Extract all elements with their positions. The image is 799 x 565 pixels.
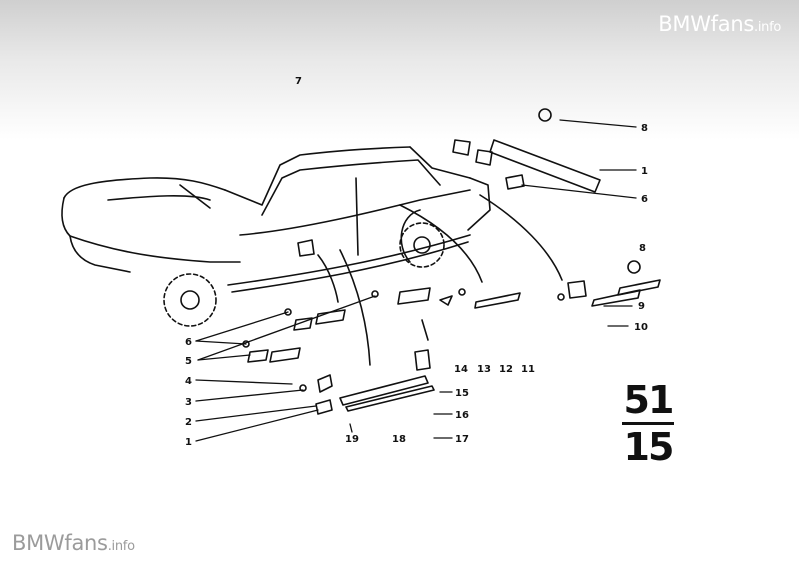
callout-8: 8 xyxy=(639,243,646,254)
sill-strip-drawing xyxy=(339,375,429,406)
watermark-brand: BMWfans xyxy=(658,12,754,36)
callout-15: 15 xyxy=(455,388,469,399)
part-bracket-drawing xyxy=(315,399,333,415)
callout-10: 10 xyxy=(634,322,648,333)
part-clip-drawing xyxy=(505,174,525,190)
part-grommet-drawing xyxy=(538,108,552,122)
part-bracket-drawing xyxy=(297,239,315,257)
part-clip-drawing xyxy=(247,349,269,363)
part-pin-drawing xyxy=(421,319,429,341)
front-wheel-drawing xyxy=(163,273,217,327)
callout-2: 2 xyxy=(185,417,192,428)
watermark-suffix: .info xyxy=(107,539,135,554)
group-main-number: 51 xyxy=(623,378,675,422)
part-bracket-drawing xyxy=(317,374,333,393)
callout-19: 19 xyxy=(345,434,359,445)
watermark-brand: BMWfans xyxy=(12,531,108,555)
callout-17: 17 xyxy=(455,434,469,445)
rear-wheel-drawing xyxy=(399,222,445,268)
rear-hub-drawing xyxy=(413,236,431,254)
callout-1: 1 xyxy=(641,166,648,177)
callout-9: 9 xyxy=(638,301,645,312)
watermark-top: BMWfans.info xyxy=(658,12,781,36)
part-screw-drawing xyxy=(557,293,565,301)
sill-strip-drawing xyxy=(345,385,435,412)
callout-12: 12 xyxy=(499,364,513,375)
part-screw-drawing xyxy=(458,288,466,296)
callout-4: 4 xyxy=(185,376,192,387)
part-moulding-drawing xyxy=(397,287,431,305)
part-screw-drawing xyxy=(284,308,292,316)
callout-3: 3 xyxy=(185,397,192,408)
part-bracket-drawing xyxy=(414,349,431,371)
guide-arrow xyxy=(317,254,339,303)
part-bracket-drawing xyxy=(567,280,587,299)
group-divider xyxy=(622,422,674,425)
trim-plate-drawing xyxy=(452,139,471,156)
callout-18: 18 xyxy=(392,434,406,445)
callout-11: 11 xyxy=(521,364,535,375)
group-sub-number: 15 xyxy=(623,425,675,469)
guide-arrow xyxy=(339,249,371,366)
watermark-bottom: BMWfans.info xyxy=(12,531,135,555)
callout-5: 5 xyxy=(185,356,192,367)
callout-6: 6 xyxy=(641,194,648,205)
part-moulding-drawing xyxy=(617,279,661,296)
guide-arrow xyxy=(479,194,563,281)
callout-16: 16 xyxy=(455,410,469,421)
callout-6: 6 xyxy=(185,337,192,348)
part-grommet-drawing xyxy=(627,260,641,274)
part-screw-drawing xyxy=(299,384,307,392)
front-hub-drawing xyxy=(180,290,200,310)
watermark-suffix: .info xyxy=(753,20,781,35)
part-moulding-drawing xyxy=(315,309,346,325)
group-number: 51 15 xyxy=(622,380,674,467)
callout-8: 8 xyxy=(641,123,648,134)
part-moulding-drawing xyxy=(269,347,301,363)
callout-7: 7 xyxy=(295,76,302,87)
door-trim-strip-drawing xyxy=(489,139,601,193)
part-moulding-drawing xyxy=(474,292,521,309)
callout-13: 13 xyxy=(477,364,491,375)
leader-lines xyxy=(195,119,637,442)
callout-1: 1 xyxy=(185,437,192,448)
part-clip-drawing xyxy=(293,317,313,331)
trim-plate-drawing xyxy=(475,149,493,166)
guide-arrow xyxy=(399,204,483,283)
part-clip-drawing xyxy=(439,295,453,306)
callout-14: 14 xyxy=(454,364,468,375)
part-screw-drawing xyxy=(371,290,379,298)
car-body-illustration xyxy=(61,146,491,293)
